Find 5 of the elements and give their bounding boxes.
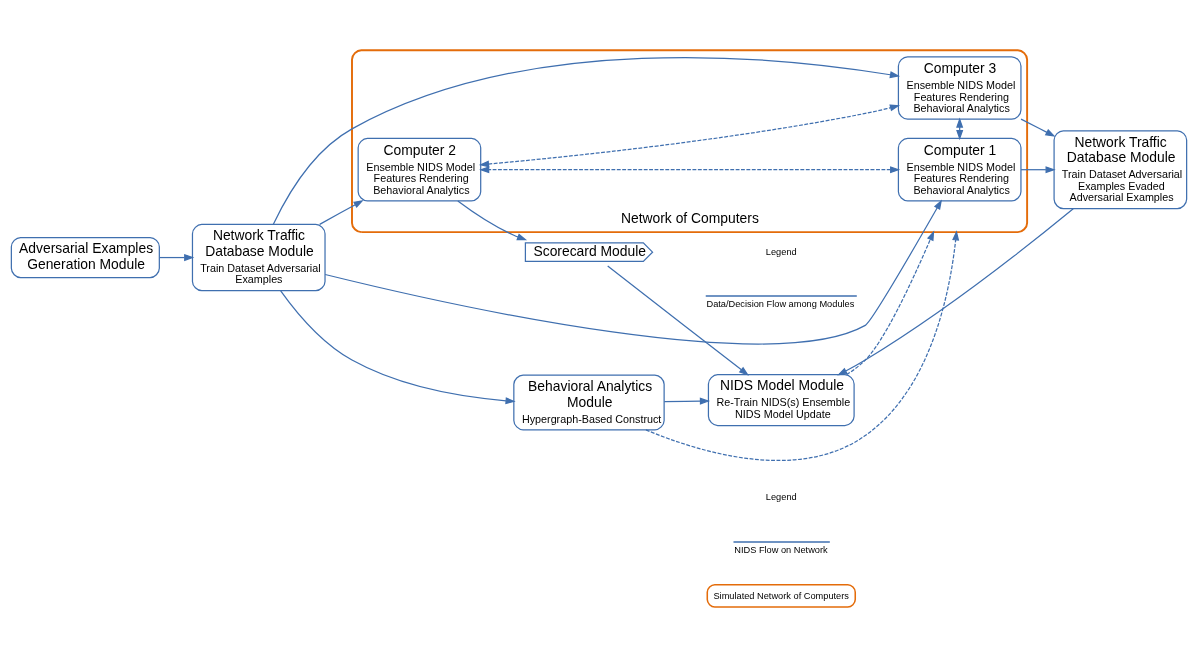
label: Legend — [765, 246, 797, 257]
label: Legend — [765, 492, 797, 503]
legend-label: Simulated Network of Computers — [713, 590, 849, 601]
legend-label: NIDS Flow on Network — [734, 545, 828, 556]
legend-label: Data/Decision Flow among Modules — [706, 299, 855, 310]
